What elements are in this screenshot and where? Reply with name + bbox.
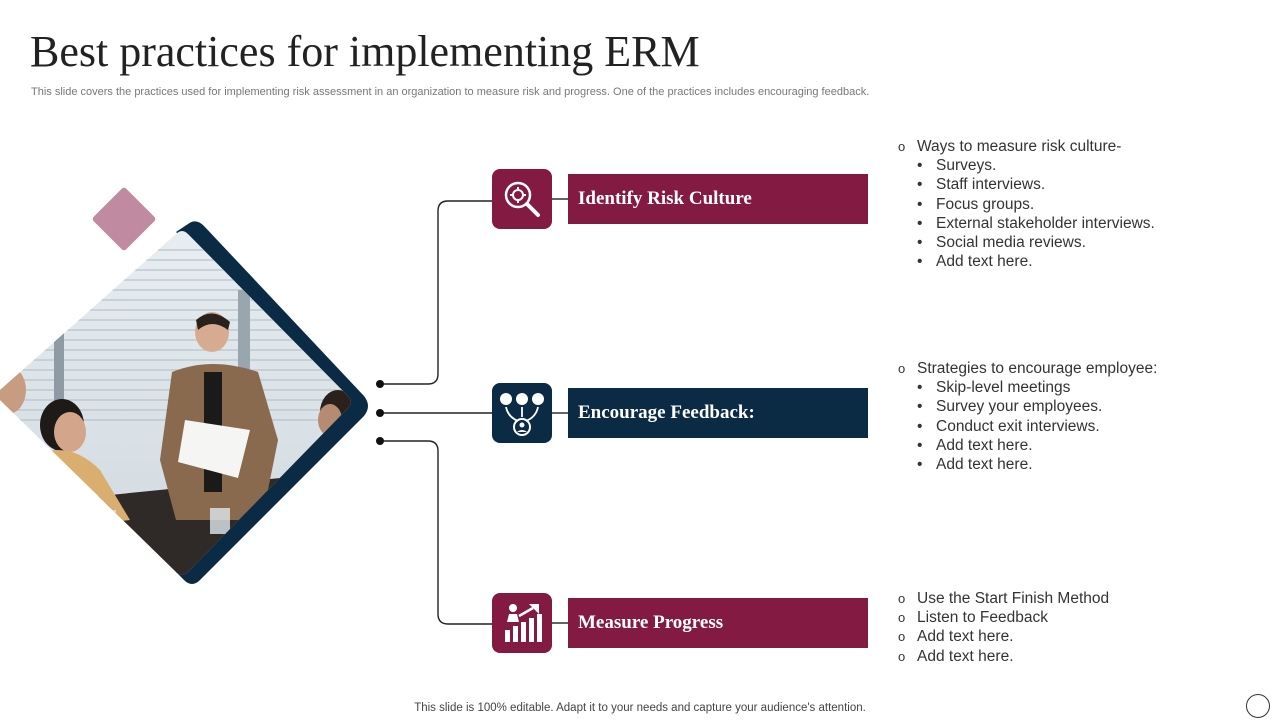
slide-subtitle: This slide covers the practices used for…	[31, 86, 870, 98]
meeting-photo	[0, 187, 368, 584]
identify-risk-icon-box	[492, 169, 552, 229]
list-item: •Surveys.	[917, 157, 997, 175]
practice-label-identify-risk-culture: Identify Risk Culture	[568, 174, 868, 224]
slide-footer: This slide is 100% editable. Adapt it to…	[414, 702, 866, 714]
slide-title: Best practices for implementing ERM	[30, 27, 700, 76]
practice-label-measure-progress: Measure Progress	[568, 598, 868, 648]
list-item: •External stakeholder interviews.	[917, 214, 1155, 232]
magnifier-gear-icon	[504, 181, 540, 217]
circle-icon	[1246, 694, 1270, 718]
list-item: •Add text here.	[917, 456, 1033, 474]
list-item: •Focus groups.	[917, 195, 1035, 213]
list-item: •Add text here.	[917, 436, 1033, 454]
growth-chart-icon	[505, 604, 542, 642]
practice-label-encourage-feedback: Encourage Feedback:	[568, 388, 868, 438]
measure-progress-icon-box	[492, 593, 552, 653]
list-item: •Staff interviews.	[917, 176, 1046, 194]
list-item: •Social media reviews.	[917, 234, 1086, 252]
feedback-network-icon	[500, 393, 544, 436]
encourage-feedback-icon-box	[492, 383, 552, 443]
list-item: •Survey your employees.	[917, 398, 1103, 416]
list-item: •Add text here.	[917, 253, 1033, 271]
list-item: •Skip-level meetings	[917, 379, 1071, 397]
list-item: •Conduct exit interviews.	[917, 417, 1100, 435]
